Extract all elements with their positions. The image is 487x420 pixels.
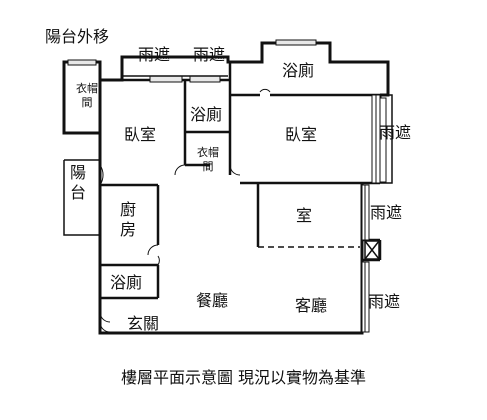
right-windows	[361, 94, 387, 333]
label-canopy-2: 雨遮	[193, 45, 226, 64]
label-bedroom-left: 臥室	[124, 125, 157, 144]
label-room: 室	[296, 206, 313, 225]
label-dining: 餐廳	[196, 291, 229, 310]
plan-caption: 樓層平面示意圖 現況以實物為基準	[120, 368, 367, 387]
label-bath-top: 浴廁	[282, 61, 315, 80]
label-canopy-right-1: 雨遮	[379, 123, 412, 142]
shaft-box	[364, 240, 380, 260]
label-bedroom-right: 臥室	[285, 125, 318, 144]
label-balcony: 陽台	[69, 163, 86, 202]
label-canopy-right-3: 雨遮	[368, 292, 401, 311]
label-closet-mid: 衣帽間	[197, 146, 219, 173]
bottom-and-left-wall	[98, 160, 364, 335]
top-windows	[67, 39, 317, 83]
label-living: 客廳	[295, 296, 328, 315]
top-wall	[100, 41, 390, 97]
inner-walls	[98, 62, 382, 300]
label-canopy-1: 雨遮	[138, 45, 171, 64]
label-balcony-outward: 陽台外移	[45, 27, 110, 46]
balcony-box	[63, 159, 100, 236]
label-canopy-right-2: 雨遮	[370, 203, 403, 222]
canopy-strips	[121, 75, 393, 184]
label-kitchen: 廚房	[119, 200, 136, 239]
door-swings	[99, 88, 271, 333]
label-bath-bottom: 浴廁	[110, 273, 143, 292]
label-entrance: 玄關	[127, 314, 160, 333]
label-closet-left: 衣帽間	[76, 82, 98, 109]
closet-left-outline	[62, 60, 102, 135]
label-bath-mid: 浴廁	[190, 105, 223, 124]
